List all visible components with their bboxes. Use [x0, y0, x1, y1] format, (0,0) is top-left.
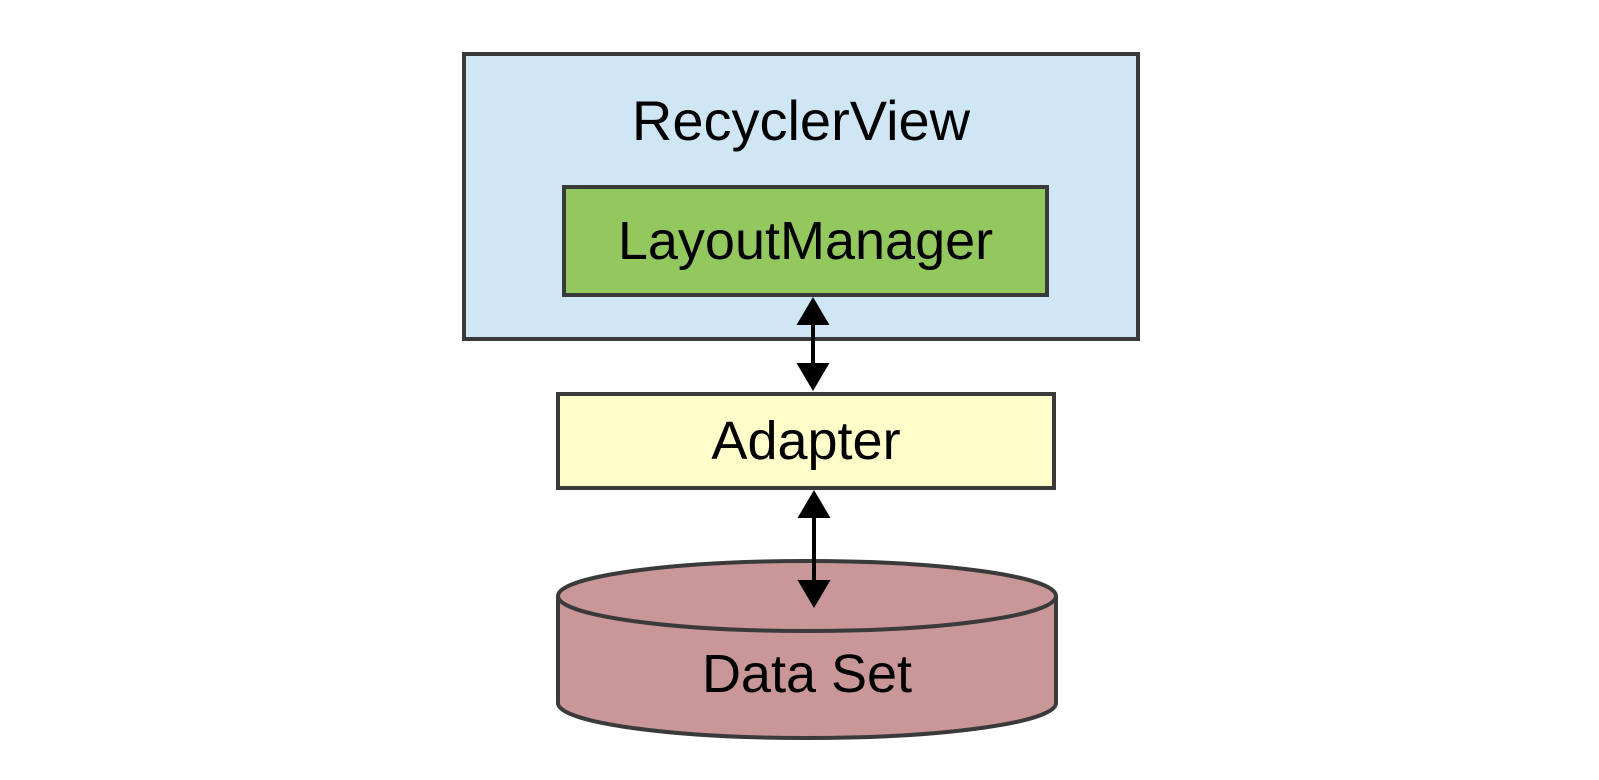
arrow-adapter-dataset: [797, 490, 831, 608]
adapter-label: Adapter: [711, 411, 901, 471]
recyclerview-label-wrap: RecyclerView: [466, 56, 1136, 186]
dataset-label: Data Set: [701, 644, 913, 704]
layoutmanager-box: LayoutManager: [562, 185, 1049, 297]
dataset-cylinder: [556, 559, 1058, 740]
dataset-cylinder-body: [556, 596, 1058, 740]
arrow-head-down-icon: [796, 363, 830, 391]
arrow-head-up-icon: [796, 297, 830, 325]
arrow-head-up-icon: [797, 490, 831, 518]
arrow-head-down-icon: [797, 580, 831, 608]
layoutmanager-label: LayoutManager: [617, 211, 994, 271]
recyclerview-label: RecyclerView: [631, 89, 971, 152]
arrow-layoutmanager-adapter: [796, 297, 830, 391]
dataset-label-wrap: Data Set: [556, 640, 1058, 708]
adapter-box: Adapter: [556, 392, 1056, 490]
